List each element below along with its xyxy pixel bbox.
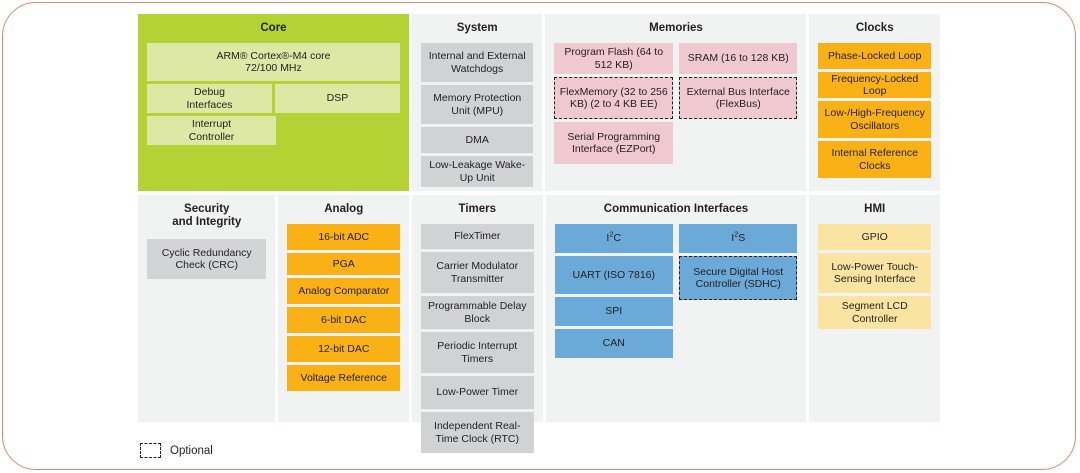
debug-line2: Interfaces <box>186 98 233 111</box>
block-spi[interactable]: SPI <box>554 297 673 326</box>
panel-title-timers: Timers <box>458 203 497 215</box>
block-voltage-reference[interactable]: Voltage Reference <box>287 365 400 391</box>
security-blocks: Cyclic Redundancy Check (CRC) <box>147 239 267 279</box>
block-internal-external-watchdogs[interactable]: Internal and External Watchdogs <box>420 43 534 82</box>
legend-label-optional: Optional <box>170 444 213 457</box>
block-memory-protection-unit[interactable]: Memory Protection Unit (MPU) <box>420 85 534 124</box>
block-frequency-locked-loop[interactable]: Frequency-Locked Loop <box>818 72 931 98</box>
hmi-blocks: GPIO Low-Power Touch-Sensing Interface S… <box>818 224 931 329</box>
block-analog-comparator[interactable]: Analog Comparator <box>287 278 400 304</box>
system-blocks: Internal and External Watchdogs Memory P… <box>420 43 534 187</box>
panel-title-clocks: Clocks <box>855 22 894 34</box>
core-cpu-line1: ARM® Cortex®-M4 core <box>216 49 331 62</box>
block-i2c[interactable]: I2C <box>554 224 673 253</box>
block-pga[interactable]: PGA <box>287 253 400 275</box>
block-i2s[interactable]: I2S <box>679 224 798 253</box>
block-debug-interfaces[interactable]: Debug Interfaces <box>147 84 272 113</box>
block-uart-iso-7816[interactable]: UART (ISO 7816) <box>554 256 673 294</box>
dashed-square-icon <box>140 443 161 458</box>
block-programmable-delay-block[interactable]: Programmable Delay Block <box>421 296 534 329</box>
clocks-blocks: Phase-Locked Loop Frequency-Locked Loop … <box>818 43 931 178</box>
panel-title-hmi: HMI <box>864 203 886 215</box>
panel-title-core: Core <box>260 22 287 34</box>
diagram-row-bottom: Security and Integrity Cyclic Redundancy… <box>138 195 940 453</box>
panel-core: Core ARM® Cortex®-M4 core 72/100 MHz Deb… <box>138 14 409 191</box>
block-6-bit-dac[interactable]: 6-bit DAC <box>287 307 400 333</box>
communication-right-column: I2S Secure Digital Host Controller (SDHC… <box>679 224 798 300</box>
security-title-line1: Security <box>184 203 230 215</box>
panel-title-system: System <box>456 22 498 34</box>
legend: Optional <box>140 443 213 458</box>
timers-blocks: FlexTimer Carrier Modulator Transmitter … <box>421 224 534 453</box>
panel-timers: Timers FlexTimer Carrier Modulator Trans… <box>412 195 543 453</box>
block-dsp[interactable]: DSP <box>274 84 400 113</box>
panel-communication-interfaces: Communication Interfaces I2C UART (ISO 7… <box>545 195 807 422</box>
block-flextimer[interactable]: FlexTimer <box>421 224 534 249</box>
core-row-debug-dsp: Debug Interfaces DSP <box>147 84 400 113</box>
block-16-bit-adc[interactable]: 16-bit ADC <box>287 224 400 250</box>
panel-memories: Memories Program Flash (64 to 512 KB) Fl… <box>545 14 807 191</box>
block-external-bus-interface-flexbus[interactable]: External Bus Interface (FlexBus) <box>678 77 798 119</box>
panel-title-analog: Analog <box>324 203 364 215</box>
panel-security-and-integrity: Security and Integrity Cyclic Redundancy… <box>138 195 276 422</box>
interrupt-line2: Controller <box>188 130 235 143</box>
core-blocks: ARM® Cortex®-M4 core 72/100 MHz Debug In… <box>147 43 400 145</box>
security-title-line2: and Integrity <box>172 216 242 228</box>
block-segment-lcd-controller[interactable]: Segment LCD Controller <box>818 296 931 329</box>
memories-right-column: SRAM (16 to 128 KB) External Bus Interfa… <box>678 43 798 119</box>
memories-left-column: Program Flash (64 to 512 KB) FlexMemory … <box>554 43 673 164</box>
block-periodic-interrupt-timers[interactable]: Periodic Interrupt Timers <box>421 332 534 373</box>
block-low-leakage-wake-up-unit[interactable]: Low-Leakage Wake-Up Unit <box>420 156 534 187</box>
block-arm-cortex-m4-core[interactable]: ARM® Cortex®-M4 core 72/100 MHz <box>147 43 400 81</box>
panel-system: System Internal and External Watchdogs M… <box>411 14 543 191</box>
panel-hmi: HMI GPIO Low-Power Touch-Sensing Interfa… <box>809 195 940 422</box>
block-carrier-modulator-transmitter[interactable]: Carrier Modulator Transmitter <box>421 252 534 293</box>
block-diagram: Core ARM® Cortex®-M4 core 72/100 MHz Deb… <box>138 14 940 453</box>
block-low-high-frequency-oscillators[interactable]: Low-/High-Frequency Oscillators <box>818 101 931 138</box>
block-12-bit-dac[interactable]: 12-bit DAC <box>287 336 400 362</box>
block-sram[interactable]: SRAM (16 to 128 KB) <box>678 43 798 74</box>
debug-line1: Debug <box>194 86 225 98</box>
block-phase-locked-loop[interactable]: Phase-Locked Loop <box>818 43 931 69</box>
interrupt-line1: Interrupt <box>191 118 232 130</box>
panel-title-communication-interfaces: Communication Interfaces <box>603 203 749 215</box>
communication-blocks: I2C UART (ISO 7816) SPI CAN I2S Secure D… <box>554 224 798 358</box>
block-secure-digital-host-controller-sdhc[interactable]: Secure Digital Host Controller (SDHC) <box>679 256 798 300</box>
block-can[interactable]: CAN <box>554 329 673 358</box>
block-dma[interactable]: DMA <box>420 127 534 153</box>
block-flexmemory[interactable]: FlexMemory (32 to 256 KB) (2 to 4 KB EE) <box>554 77 673 119</box>
analog-blocks: 16-bit ADC PGA Analog Comparator 6-bit D… <box>287 224 400 391</box>
panel-analog: Analog 16-bit ADC PGA Analog Comparator … <box>278 195 409 422</box>
block-internal-reference-clocks[interactable]: Internal Reference Clocks <box>818 141 931 178</box>
block-low-power-touch-sensing-interface[interactable]: Low-Power Touch-Sensing Interface <box>818 253 931 293</box>
panel-title-security: Security and Integrity <box>147 203 266 229</box>
memories-blocks: Program Flash (64 to 512 KB) FlexMemory … <box>554 43 798 164</box>
block-interrupt-controller[interactable]: Interrupt Controller <box>147 116 276 145</box>
core-row-interrupt: Interrupt Controller <box>147 116 400 145</box>
diagram-row-top: Core ARM® Cortex®-M4 core 72/100 MHz Deb… <box>138 14 940 191</box>
block-independent-real-time-clock-rtc[interactable]: Independent Real-Time Clock (RTC) <box>421 412 534 453</box>
block-program-flash[interactable]: Program Flash (64 to 512 KB) <box>554 43 673 74</box>
block-low-power-timer[interactable]: Low-Power Timer <box>421 376 534 409</box>
block-cyclic-redundancy-check-crc[interactable]: Cyclic Redundancy Check (CRC) <box>147 239 267 279</box>
block-serial-programming-interface-ezport[interactable]: Serial Programming Interface (EZPort) <box>554 122 673 164</box>
block-gpio[interactable]: GPIO <box>818 224 931 250</box>
panel-title-memories: Memories <box>649 22 703 34</box>
panel-clocks: Clocks Phase-Locked Loop Frequency-Locke… <box>809 14 940 191</box>
core-cpu-line2: 72/100 MHz <box>245 62 302 74</box>
communication-left-column: I2C UART (ISO 7816) SPI CAN <box>554 224 673 358</box>
core-spacer <box>279 116 400 145</box>
